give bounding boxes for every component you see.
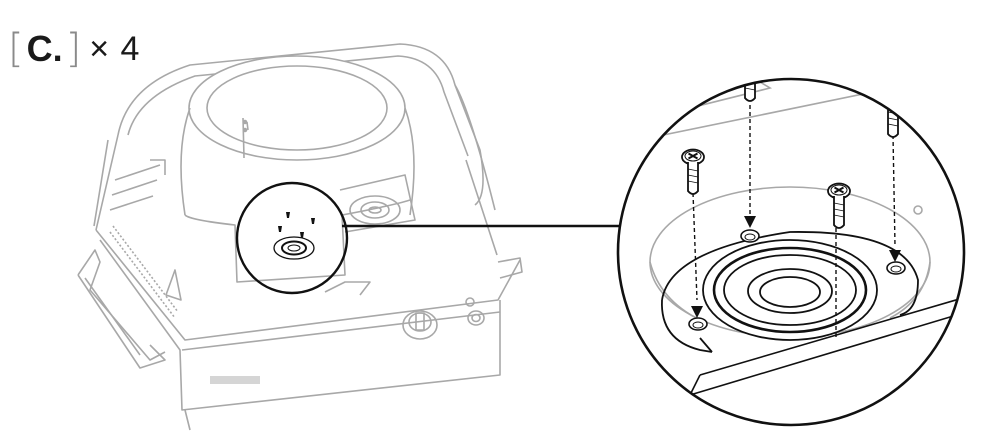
step-letter: C.: [26, 28, 63, 69]
right-bracket: ]: [65, 26, 82, 72]
detail-callout: [235, 181, 620, 295]
zoom-circle: [616, 77, 966, 427]
screw-hole: [688, 317, 708, 331]
zoom-detail: [618, 79, 964, 425]
screw-hole: [886, 261, 906, 275]
grill-outline: [77, 43, 523, 431]
step-label: [ C. ] × 4: [8, 24, 140, 74]
left-bracket: [: [8, 26, 24, 72]
screw-hole: [740, 229, 760, 243]
screw-quantity: × 4: [89, 30, 141, 68]
